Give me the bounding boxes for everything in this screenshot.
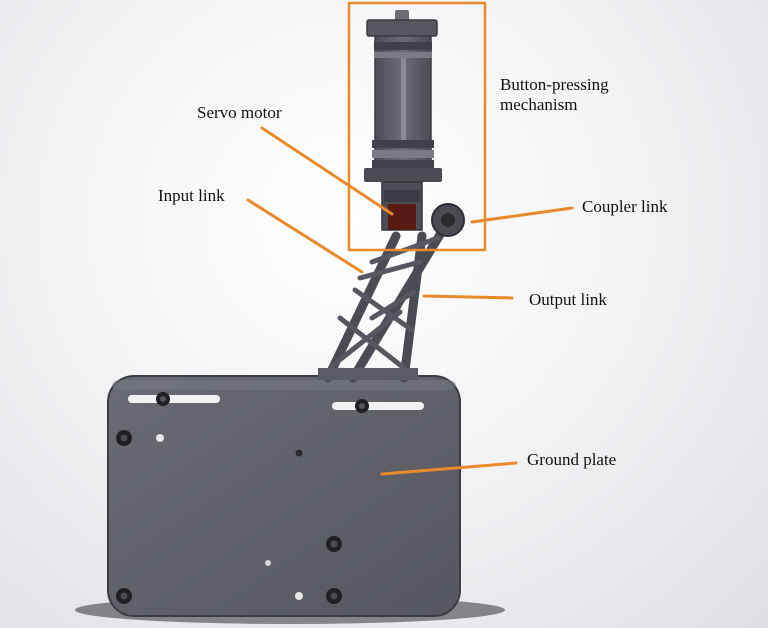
leader-servo-motor — [260, 126, 394, 216]
label-input-link: Input link — [158, 186, 225, 205]
leader-input-link — [246, 198, 364, 274]
label-button-mechanism-line2: mechanism — [500, 95, 578, 114]
hole — [265, 560, 271, 566]
hole — [295, 449, 303, 457]
slot-right — [332, 402, 424, 410]
truss-foot — [318, 368, 418, 380]
hole — [295, 592, 303, 600]
hole — [156, 434, 164, 442]
servo-motor-part — [388, 204, 416, 230]
ground-plate-part — [107, 375, 461, 617]
slot-left — [128, 395, 220, 403]
label-coupler-link: Coupler link — [582, 197, 668, 216]
leader-coupler-link — [470, 206, 574, 224]
button-mechanism-highlight-box — [347, 1, 487, 252]
label-ground-plate: Ground plate — [527, 450, 617, 469]
label-output-link: Output link — [529, 290, 607, 309]
label-servo-motor: Servo motor — [197, 103, 282, 122]
button-mechanism-part — [364, 10, 465, 237]
truss-bracing — [329, 235, 441, 371]
label-button-pressing-mechanism: Button-pressing mechanism — [500, 75, 640, 115]
label-button-mechanism-line1: Button-pressing — [500, 75, 609, 94]
leader-output-link — [422, 294, 514, 300]
leader-ground-plate — [380, 461, 518, 476]
